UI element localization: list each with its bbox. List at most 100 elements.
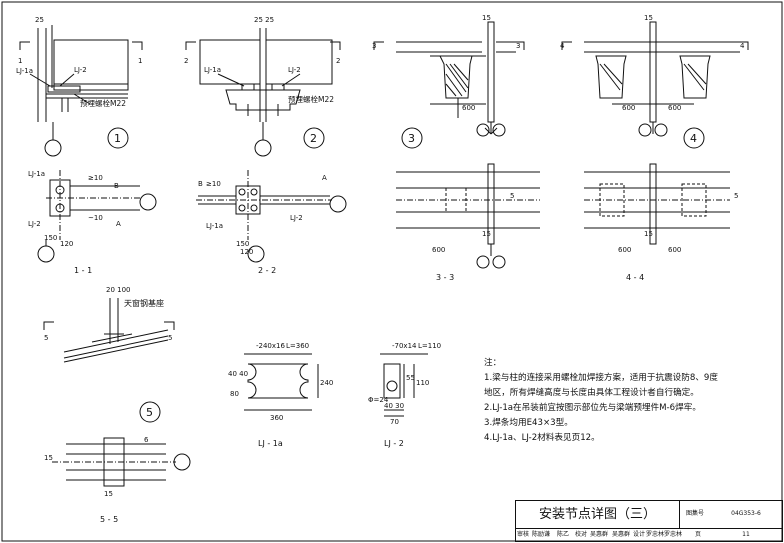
svg-text:-240x16: -240x16 bbox=[256, 342, 285, 350]
svg-text:LJ-1a: LJ-1a bbox=[204, 66, 221, 74]
svg-text:2 - 2: 2 - 2 bbox=[258, 266, 276, 275]
svg-text:600: 600 bbox=[622, 104, 635, 112]
svg-text:4 - 4: 4 - 4 bbox=[626, 273, 644, 282]
svg-text:A: A bbox=[116, 220, 121, 228]
detail-3-text: 15 3 3 600 3 bbox=[372, 14, 520, 145]
svg-text:120: 120 bbox=[60, 240, 73, 248]
svg-text:1 - 1: 1 - 1 bbox=[74, 266, 92, 275]
svg-text:L=360: L=360 bbox=[286, 342, 309, 350]
svg-text:B: B bbox=[198, 180, 203, 188]
svg-text:15: 15 bbox=[644, 14, 653, 22]
detail-5-elevation bbox=[43, 298, 175, 423]
detail-3-elevation bbox=[373, 21, 525, 149]
section-4-4 bbox=[584, 163, 730, 245]
svg-text:55: 55 bbox=[406, 374, 415, 382]
svg-text:Φ=24: Φ=24 bbox=[368, 396, 389, 404]
detail-4-text: 15 4 4 600 600 4 bbox=[560, 14, 745, 145]
plate-lj2-text: -70x14 L=110 110 55 Φ=24 40 30 70 LJ - 2 bbox=[368, 342, 441, 448]
svg-text:天窗钢基座: 天窗钢基座 bbox=[124, 298, 164, 308]
detail-4-elevation bbox=[561, 21, 749, 149]
svg-text:A: A bbox=[322, 174, 327, 182]
svg-text:预埋螺栓M22: 预埋螺栓M22 bbox=[80, 98, 126, 108]
tb-cell: 陈乙 bbox=[556, 531, 569, 538]
svg-text:360: 360 bbox=[270, 414, 283, 422]
atlas-label: 图集号 bbox=[685, 510, 704, 517]
svg-text:5: 5 bbox=[510, 192, 514, 200]
section-3-3 bbox=[396, 163, 540, 269]
svg-text:600: 600 bbox=[432, 246, 445, 254]
svg-text:4: 4 bbox=[690, 132, 697, 145]
atlas-number: 04G353-6 bbox=[731, 510, 761, 517]
svg-text:15: 15 bbox=[44, 454, 53, 462]
svg-text:40 30: 40 30 bbox=[384, 402, 404, 410]
svg-text:6: 6 bbox=[144, 436, 149, 444]
page-number: 11 bbox=[742, 531, 750, 538]
svg-text:3: 3 bbox=[516, 42, 520, 50]
tb-cell: 罗忠林 bbox=[646, 531, 665, 538]
svg-text:15: 15 bbox=[482, 230, 491, 238]
section-1-1 bbox=[37, 170, 157, 263]
section-2-2 bbox=[196, 170, 347, 263]
note-line: 3.焊条均用E43×3型。 bbox=[484, 418, 573, 428]
notes-heading: 注： bbox=[484, 358, 502, 368]
svg-text:预埋螺栓M22: 预埋螺栓M22 bbox=[288, 94, 334, 104]
svg-text:600: 600 bbox=[668, 246, 681, 254]
svg-text:5 - 5: 5 - 5 bbox=[100, 515, 118, 524]
drawing-title: 安装节点详图（三） bbox=[516, 501, 680, 528]
svg-text:≥10: ≥10 bbox=[206, 180, 221, 188]
svg-text:2: 2 bbox=[310, 132, 317, 145]
svg-text:LJ-2: LJ-2 bbox=[28, 220, 41, 228]
svg-text:5: 5 bbox=[168, 334, 172, 342]
svg-text:70: 70 bbox=[390, 418, 399, 426]
svg-text:3 - 3: 3 - 3 bbox=[436, 273, 454, 282]
svg-text:40 40: 40 40 bbox=[228, 370, 248, 378]
note-line: 4.LJ-1a、LJ-2材料表见页12。 bbox=[484, 433, 600, 443]
svg-text:4: 4 bbox=[560, 42, 565, 50]
note-line: 2.LJ-1a在吊装前宜按图示部位先与梁端预埋件M-6焊牢。 bbox=[484, 403, 701, 413]
svg-text:120: 120 bbox=[240, 248, 253, 256]
svg-text:LJ-1a: LJ-1a bbox=[16, 67, 33, 75]
svg-text:LJ-1a: LJ-1a bbox=[28, 170, 45, 178]
svg-text:LJ-2: LJ-2 bbox=[74, 66, 87, 74]
svg-text:110: 110 bbox=[416, 379, 429, 387]
note-line: 地区，所有焊缝高度与长度由具体工程设计者自行确定。 bbox=[484, 388, 699, 398]
svg-text:L=110: L=110 bbox=[418, 342, 441, 350]
detail-5-text: 20 100 天窗钢基座 5 5 5 bbox=[44, 286, 172, 419]
section-1-1-text: LJ-1a LJ-2 ≥10 B ~10 A 120 150 1 - 1 bbox=[28, 170, 121, 275]
svg-text:-70x14: -70x14 bbox=[392, 342, 417, 350]
svg-text:≥10: ≥10 bbox=[88, 174, 103, 182]
svg-text:2: 2 bbox=[336, 57, 340, 65]
detail-1-elevation bbox=[19, 25, 143, 157]
plate-lj1a bbox=[244, 353, 319, 411]
tb-cell: 罗忠林 bbox=[664, 531, 683, 538]
svg-text:15: 15 bbox=[644, 230, 653, 238]
svg-text:3: 3 bbox=[408, 132, 415, 145]
page-label: 页 bbox=[694, 531, 701, 538]
svg-text:~10: ~10 bbox=[88, 214, 103, 222]
svg-text:LJ - 2: LJ - 2 bbox=[384, 439, 404, 448]
svg-text:15: 15 bbox=[104, 490, 113, 498]
svg-text:20 100: 20 100 bbox=[106, 286, 131, 294]
section-2-2-text: B ≥10 A LJ-1a LJ-2 150 120 2 - 2 bbox=[198, 174, 327, 275]
section-5-5 bbox=[52, 437, 191, 487]
tb-cell: 设计 bbox=[632, 531, 645, 538]
svg-text:150: 150 bbox=[44, 234, 57, 242]
svg-text:LJ - 1a: LJ - 1a bbox=[258, 439, 283, 448]
svg-text:5: 5 bbox=[734, 192, 738, 200]
svg-text:150: 150 bbox=[236, 240, 249, 248]
svg-text:1: 1 bbox=[114, 132, 121, 145]
tb-cell: 吴惠群 bbox=[589, 531, 608, 538]
svg-text:5: 5 bbox=[146, 406, 153, 419]
svg-text:5: 5 bbox=[44, 334, 48, 342]
svg-text:600: 600 bbox=[462, 104, 475, 112]
detail-2-elevation bbox=[185, 28, 341, 157]
note-line: 1.梁与柱的连接采用螺栓加焊接方案，适用于抗震设防8、9度 bbox=[484, 373, 718, 383]
svg-text:B: B bbox=[114, 182, 119, 190]
notes-block: 注： 1.梁与柱的连接采用螺栓加焊接方案，适用于抗震设防8、9度 地区，所有焊缝… bbox=[484, 356, 774, 446]
svg-text:600: 600 bbox=[668, 104, 681, 112]
svg-text:4: 4 bbox=[740, 42, 745, 50]
tb-cell: 校对 bbox=[574, 531, 587, 538]
svg-text:15: 15 bbox=[482, 14, 491, 22]
svg-text:LJ-2: LJ-2 bbox=[290, 214, 303, 222]
